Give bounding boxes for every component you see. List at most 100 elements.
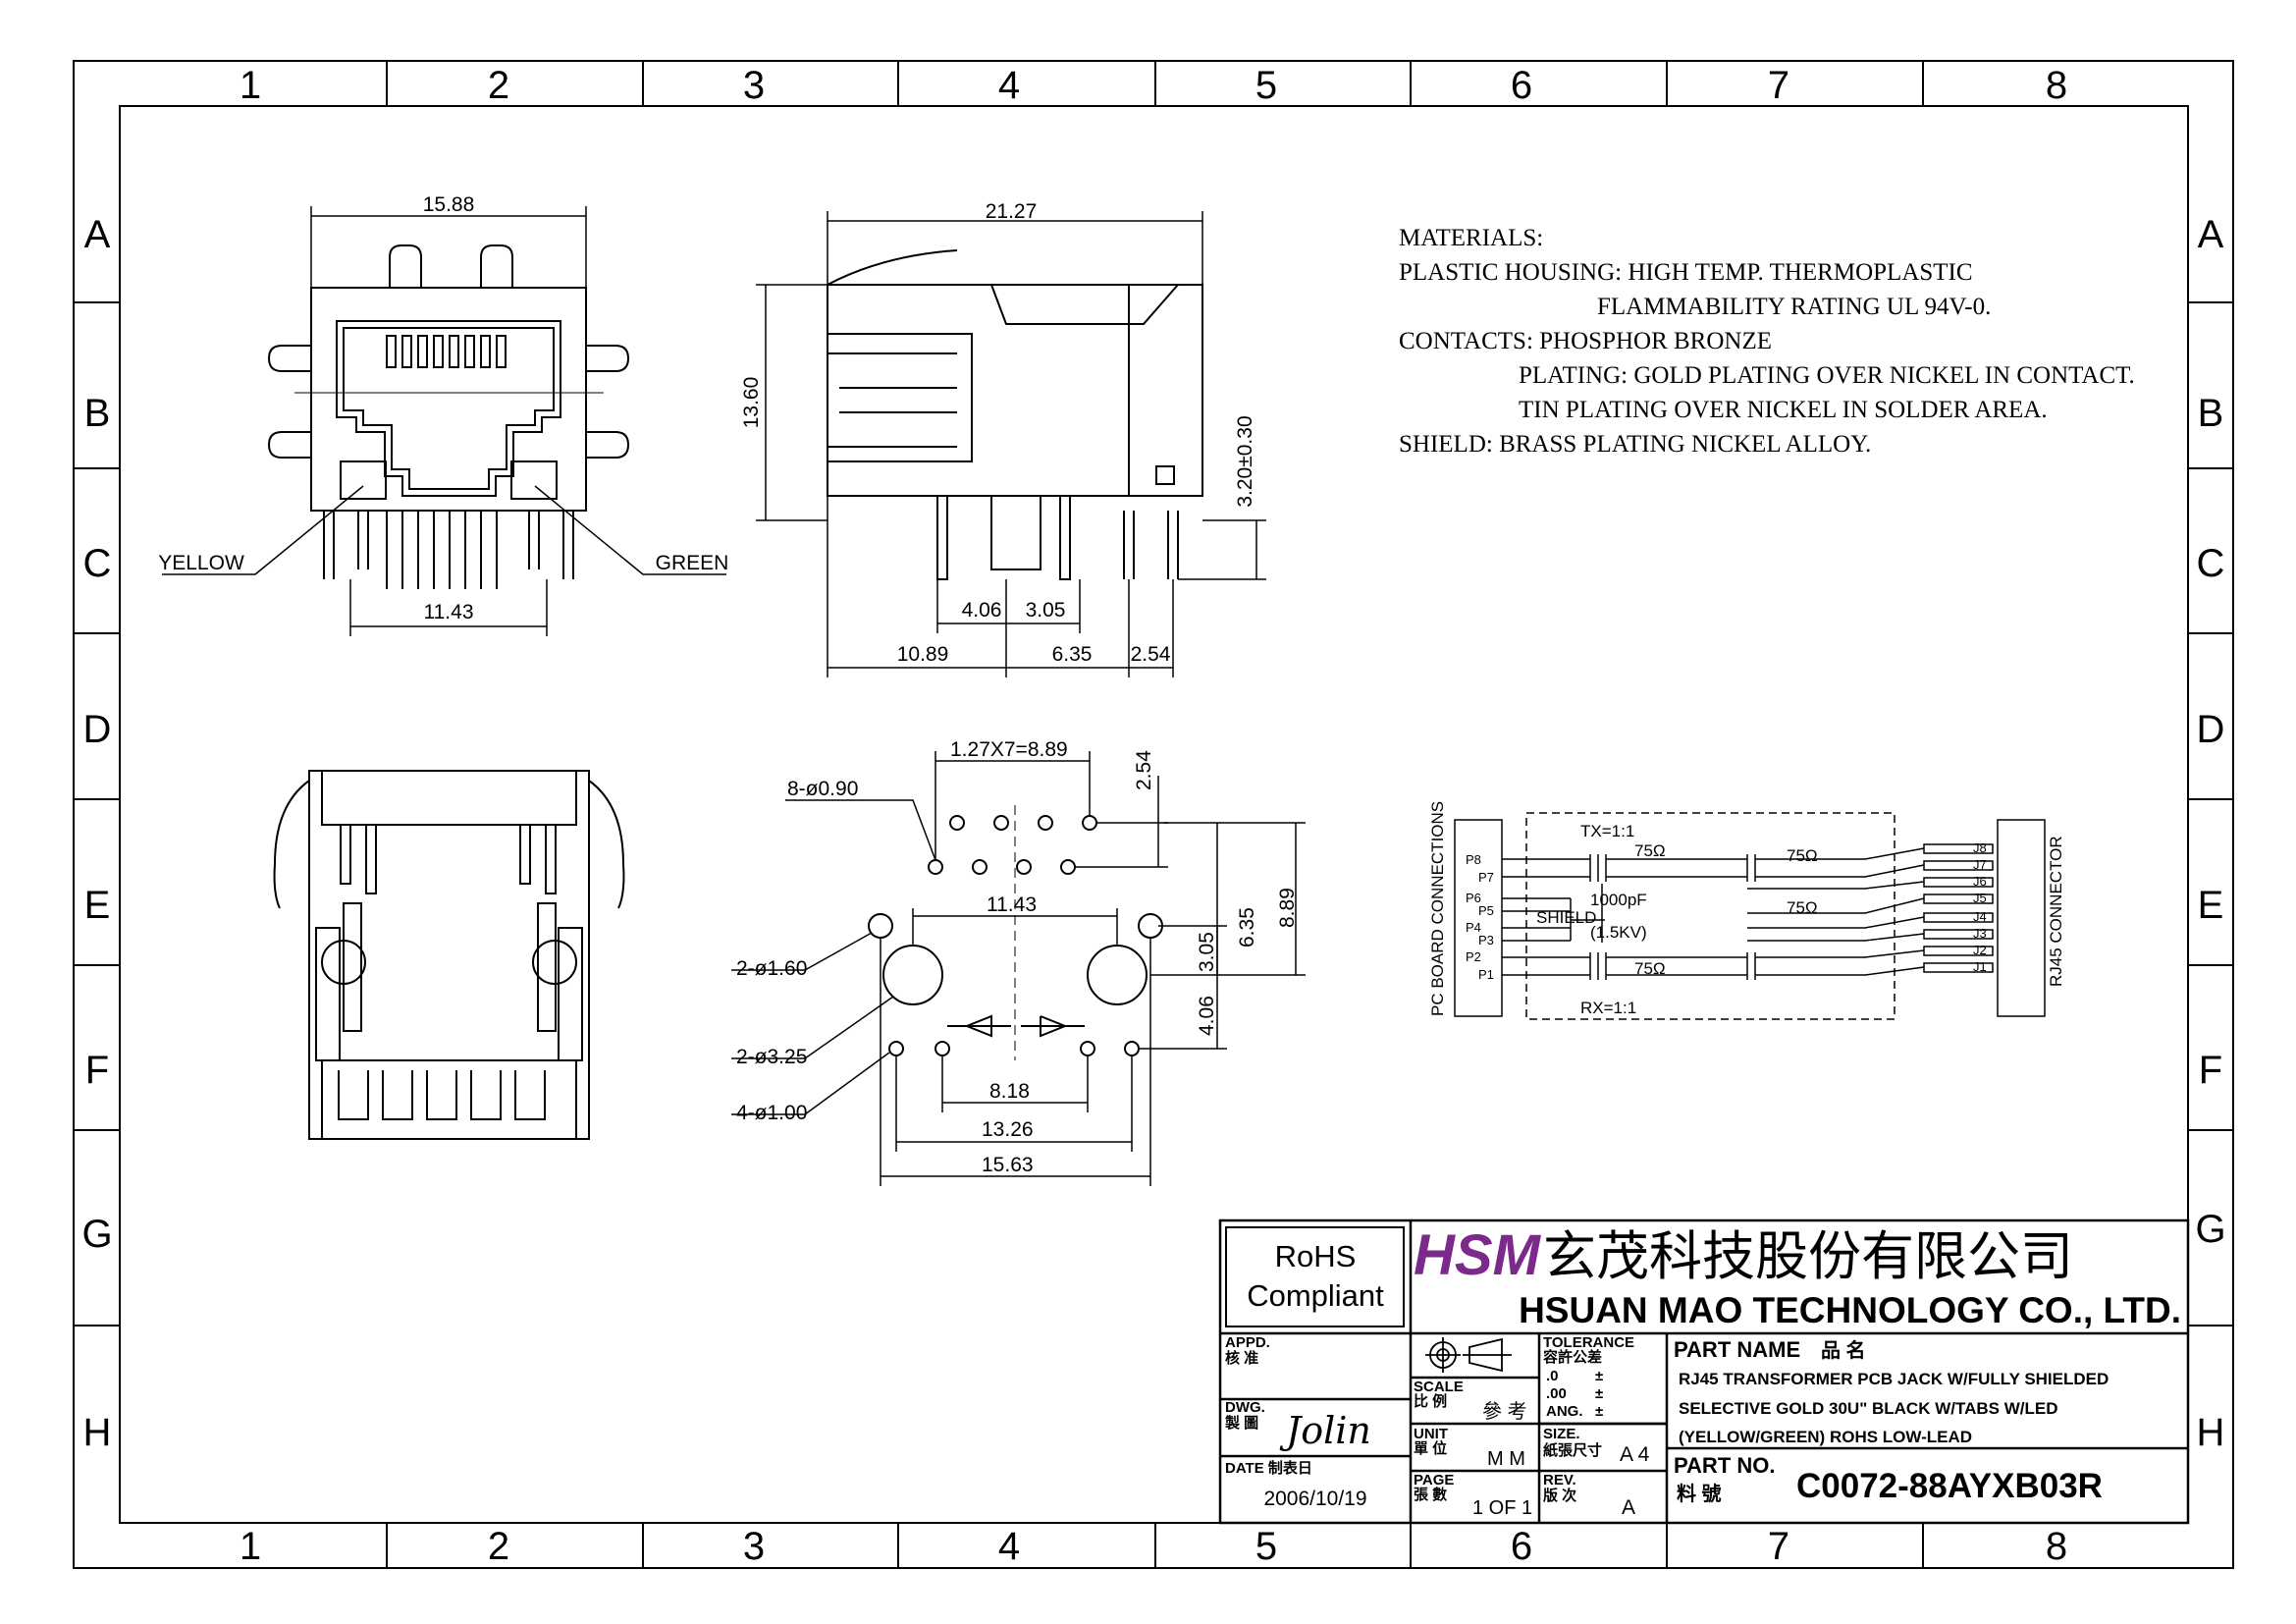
part-no-label: PART NO. (1674, 1453, 1775, 1478)
col-label: 7 (1768, 1525, 1789, 1568)
part-name-label: PART NAME (1674, 1337, 1800, 1362)
tolerance-pm: ± (1595, 1385, 1603, 1402)
row-label: E (84, 884, 111, 927)
row-label: F (2199, 1049, 2222, 1092)
size-label-cn: 紙張尺寸 (1543, 1441, 1602, 1459)
pcb-dim: 8.18 (989, 1080, 1030, 1103)
rev-label: REV. (1543, 1472, 1576, 1489)
row-label: H (2197, 1411, 2225, 1454)
cap-voltage: (1.5KV) (1590, 923, 1647, 942)
part-description: RJ45 TRANSFORMER PCB JACK W/FULLY SHIELD… (1679, 1370, 2109, 1388)
right-pin: J3 (1973, 926, 1987, 941)
pcb-dim: 3.05 (1196, 932, 1218, 972)
col-label: 8 (2046, 64, 2067, 107)
row-label: B (84, 392, 111, 435)
pcb-dim: 11.43 (987, 893, 1037, 916)
row-label: E (2198, 884, 2224, 927)
pcb-dim: 4.06 (1196, 996, 1218, 1036)
left-pin: P4 (1466, 920, 1481, 935)
pcb-dim: 6.35 (1236, 907, 1258, 947)
col-label: 6 (1511, 1525, 1532, 1568)
schematic (1454, 812, 2046, 1020)
col-label: 1 (240, 1525, 261, 1568)
right-pin: J1 (1973, 959, 1987, 974)
rohs-subtitle: Compliant (1247, 1278, 1384, 1313)
yellow-led-label: YELLOW (158, 552, 244, 574)
row-label: D (2197, 708, 2225, 751)
row-label: G (2195, 1208, 2225, 1251)
tolerance-row: .0 (1546, 1368, 1559, 1384)
company-name-en: HSUAN MAO TECHNOLOGY CO., LTD. (1519, 1290, 2181, 1330)
side-pin-length-dim: 3.20±0.30 (1234, 415, 1256, 507)
row-label: C (83, 542, 112, 585)
col-label: 5 (1255, 1525, 1277, 1568)
row-label: H (83, 1411, 112, 1454)
pcb-pitch-dim: 1.27X7=8.89 (950, 738, 1068, 761)
left-pin: P3 (1478, 933, 1494, 947)
bottom-view (273, 770, 625, 1140)
company-logo: HSM (1414, 1223, 1542, 1287)
right-pin: J4 (1973, 909, 1987, 924)
resistor-label: 75Ω (1634, 841, 1666, 860)
col-label: 2 (488, 64, 509, 107)
side-dim: 4.06 (962, 599, 1002, 622)
led-holes-label: 4-ø1.00 (736, 1102, 807, 1124)
schematic-right-label: RJ45 CONNECTOR (2047, 836, 2065, 987)
side-length-dim: 21.27 (986, 200, 1038, 223)
post-holes-label: 2-ø3.25 (736, 1046, 807, 1068)
row-label: C (2197, 542, 2225, 585)
resistor-label: 75Ω (1787, 898, 1818, 917)
left-pin: P7 (1478, 870, 1494, 885)
front-pitch-dim: 11.43 (424, 601, 474, 623)
col-label: 3 (743, 1525, 765, 1568)
appd-label: APPD. (1225, 1334, 1270, 1351)
materials-line: CONTACTS: PHOSPHOR BRONZE (1399, 328, 1772, 354)
pcb-dim: 13.26 (982, 1118, 1034, 1141)
materials-line: MATERIALS: (1399, 225, 1543, 251)
scale-label-cn: 比 例 (1414, 1392, 1447, 1410)
left-pin: P1 (1478, 967, 1494, 982)
rev-value: A (1622, 1496, 1635, 1519)
rev-label-cn: 版 次 (1543, 1487, 1576, 1504)
tx-label: TX=1:1 (1580, 822, 1634, 840)
right-pin: J6 (1973, 874, 1987, 889)
col-label: 6 (1511, 64, 1532, 107)
dwg-label: DWG. (1225, 1399, 1265, 1416)
col-label: 2 (488, 1525, 509, 1568)
part-description: (YELLOW/GREEN) ROHS LOW-LEAD (1679, 1428, 1972, 1446)
left-pin: P6 (1466, 891, 1481, 905)
front-view (162, 206, 726, 636)
tolerance-label: TOLERANCE (1543, 1334, 1634, 1351)
rohs-title: RoHS (1275, 1239, 1357, 1273)
tolerance-row: ANG. (1546, 1403, 1583, 1420)
size-value: A 4 (1620, 1443, 1650, 1466)
tolerance-pm: ± (1595, 1368, 1603, 1384)
size-label: SIZE. (1543, 1426, 1580, 1442)
right-pin: J8 (1973, 840, 1987, 855)
col-label: 1 (240, 64, 261, 107)
col-label: 7 (1768, 64, 1789, 107)
date-label: DATE 制表日 (1225, 1459, 1312, 1477)
col-label: 5 (1255, 64, 1277, 107)
unit-value: M M (1487, 1448, 1525, 1470)
col-label: 8 (2046, 1525, 2067, 1568)
materials-line: SHIELD: BRASS PLATING NICKEL ALLOY. (1399, 431, 1871, 458)
part-number: C0072-88AYXB03R (1796, 1467, 2103, 1505)
resistor-label: 75Ω (1634, 959, 1666, 978)
front-width-dim: 15.88 (423, 193, 475, 216)
pin-holes-label: 8-ø0.90 (787, 778, 858, 800)
part-name-label-cn: 品 名 (1821, 1338, 1866, 1362)
tolerance-label-cn: 容許公差 (1542, 1348, 1602, 1366)
left-pin: P5 (1478, 903, 1494, 918)
side-dim: 6.35 (1052, 643, 1093, 666)
pcb-dim: 8.89 (1276, 888, 1299, 928)
row-label: A (2198, 213, 2224, 256)
scale-value: 參 考 (1482, 1400, 1527, 1423)
col-label: 3 (743, 64, 765, 107)
row-label: A (84, 213, 111, 256)
materials-line: PLASTIC HOUSING: HIGH TEMP. THERMOPLASTI… (1399, 259, 1973, 286)
date-value: 2006/10/19 (1263, 1488, 1366, 1510)
unit-label-cn: 單 位 (1414, 1439, 1447, 1457)
scale-label: SCALE (1414, 1379, 1464, 1395)
